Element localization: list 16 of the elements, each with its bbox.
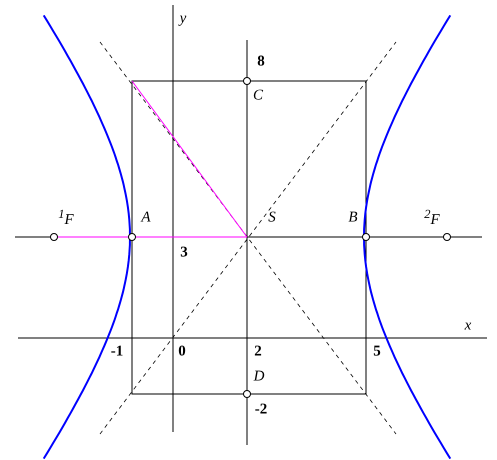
- point-label: D: [254, 370, 264, 384]
- tick-label: -2: [254, 402, 268, 418]
- axis-label: y: [180, 12, 186, 26]
- point-label: $^{1}$F: [58, 208, 74, 228]
- point-label: B: [348, 210, 358, 226]
- point-label: S: [268, 210, 276, 226]
- tick-label: 5: [373, 344, 381, 360]
- tick-label: -1: [110, 344, 124, 360]
- point-label: A: [141, 210, 151, 226]
- point-label: C: [253, 88, 263, 104]
- tick-label: 8: [257, 54, 265, 70]
- tick-label: 0: [178, 344, 186, 360]
- axis-label: x: [464, 318, 472, 334]
- tick-label: 3: [180, 246, 188, 260]
- tick-label: 2: [254, 344, 262, 360]
- point-label: $^{2}$F: [424, 208, 440, 228]
